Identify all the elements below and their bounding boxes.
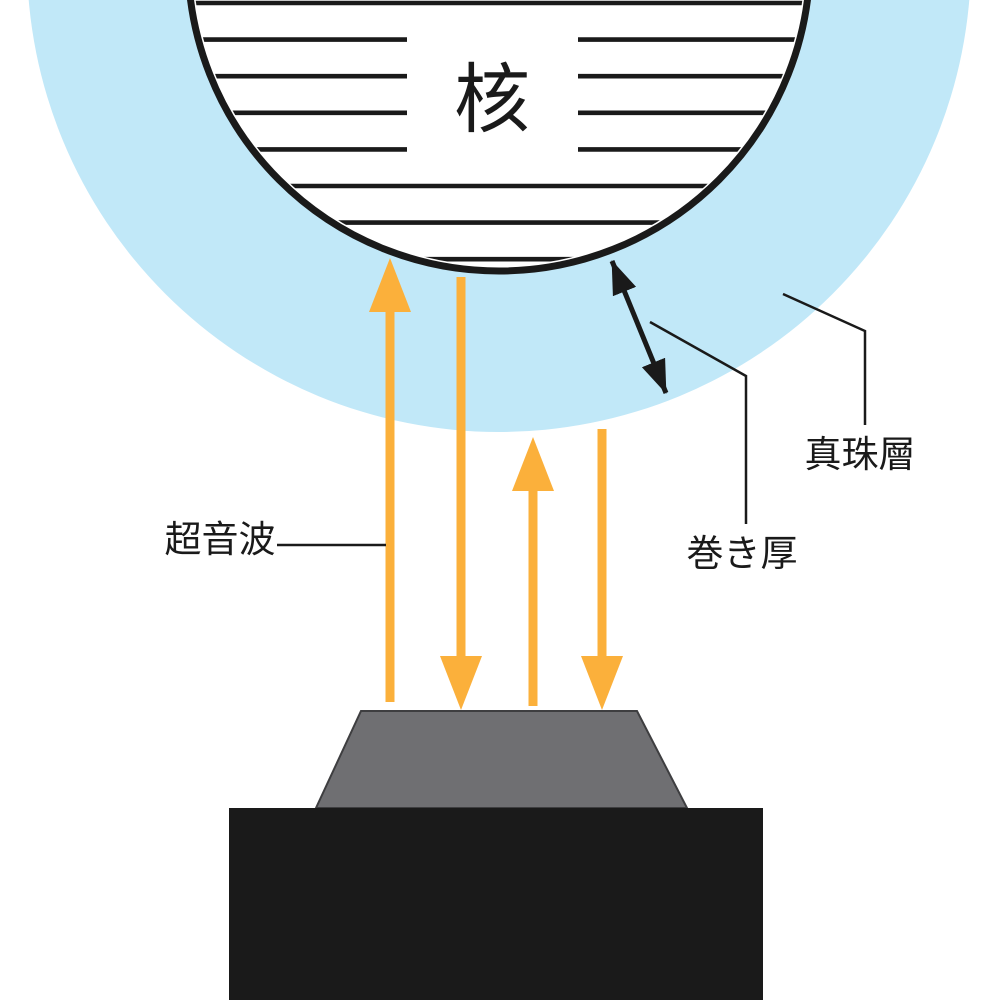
coating-thickness-label: 巻き厚 [687,533,798,574]
diagram-labels: 超音波 巻き厚 真珠層 [165,434,916,574]
arrow-down-head-icon [440,656,482,710]
leader-lines [277,292,867,547]
arrow-down-head-icon [581,656,623,710]
nucleus-label-backplate [407,20,578,170]
thickness-double-arrow-icon [609,260,669,394]
nacre-layer-label: 真珠層 [805,434,916,475]
ultrasound-arrow-up-2 [512,437,554,706]
arrow-up-head-icon [369,258,411,312]
ultrasound-arrow-down-2 [581,429,623,710]
ultrasound-arrow-down-1 [440,277,482,710]
probe-body [229,808,763,1000]
ultrasound-arrow-up-1 [369,258,411,702]
ultrasound-beam-arrows [369,258,623,710]
ultrasound-label: 超音波 [165,519,276,560]
nucleus-label: 核 [454,58,530,143]
coating-thickness-leader-line [649,320,748,524]
arrow-up-head-icon [512,437,554,491]
nacre-layer-leader-line [782,292,867,425]
probe-tip [314,710,689,809]
